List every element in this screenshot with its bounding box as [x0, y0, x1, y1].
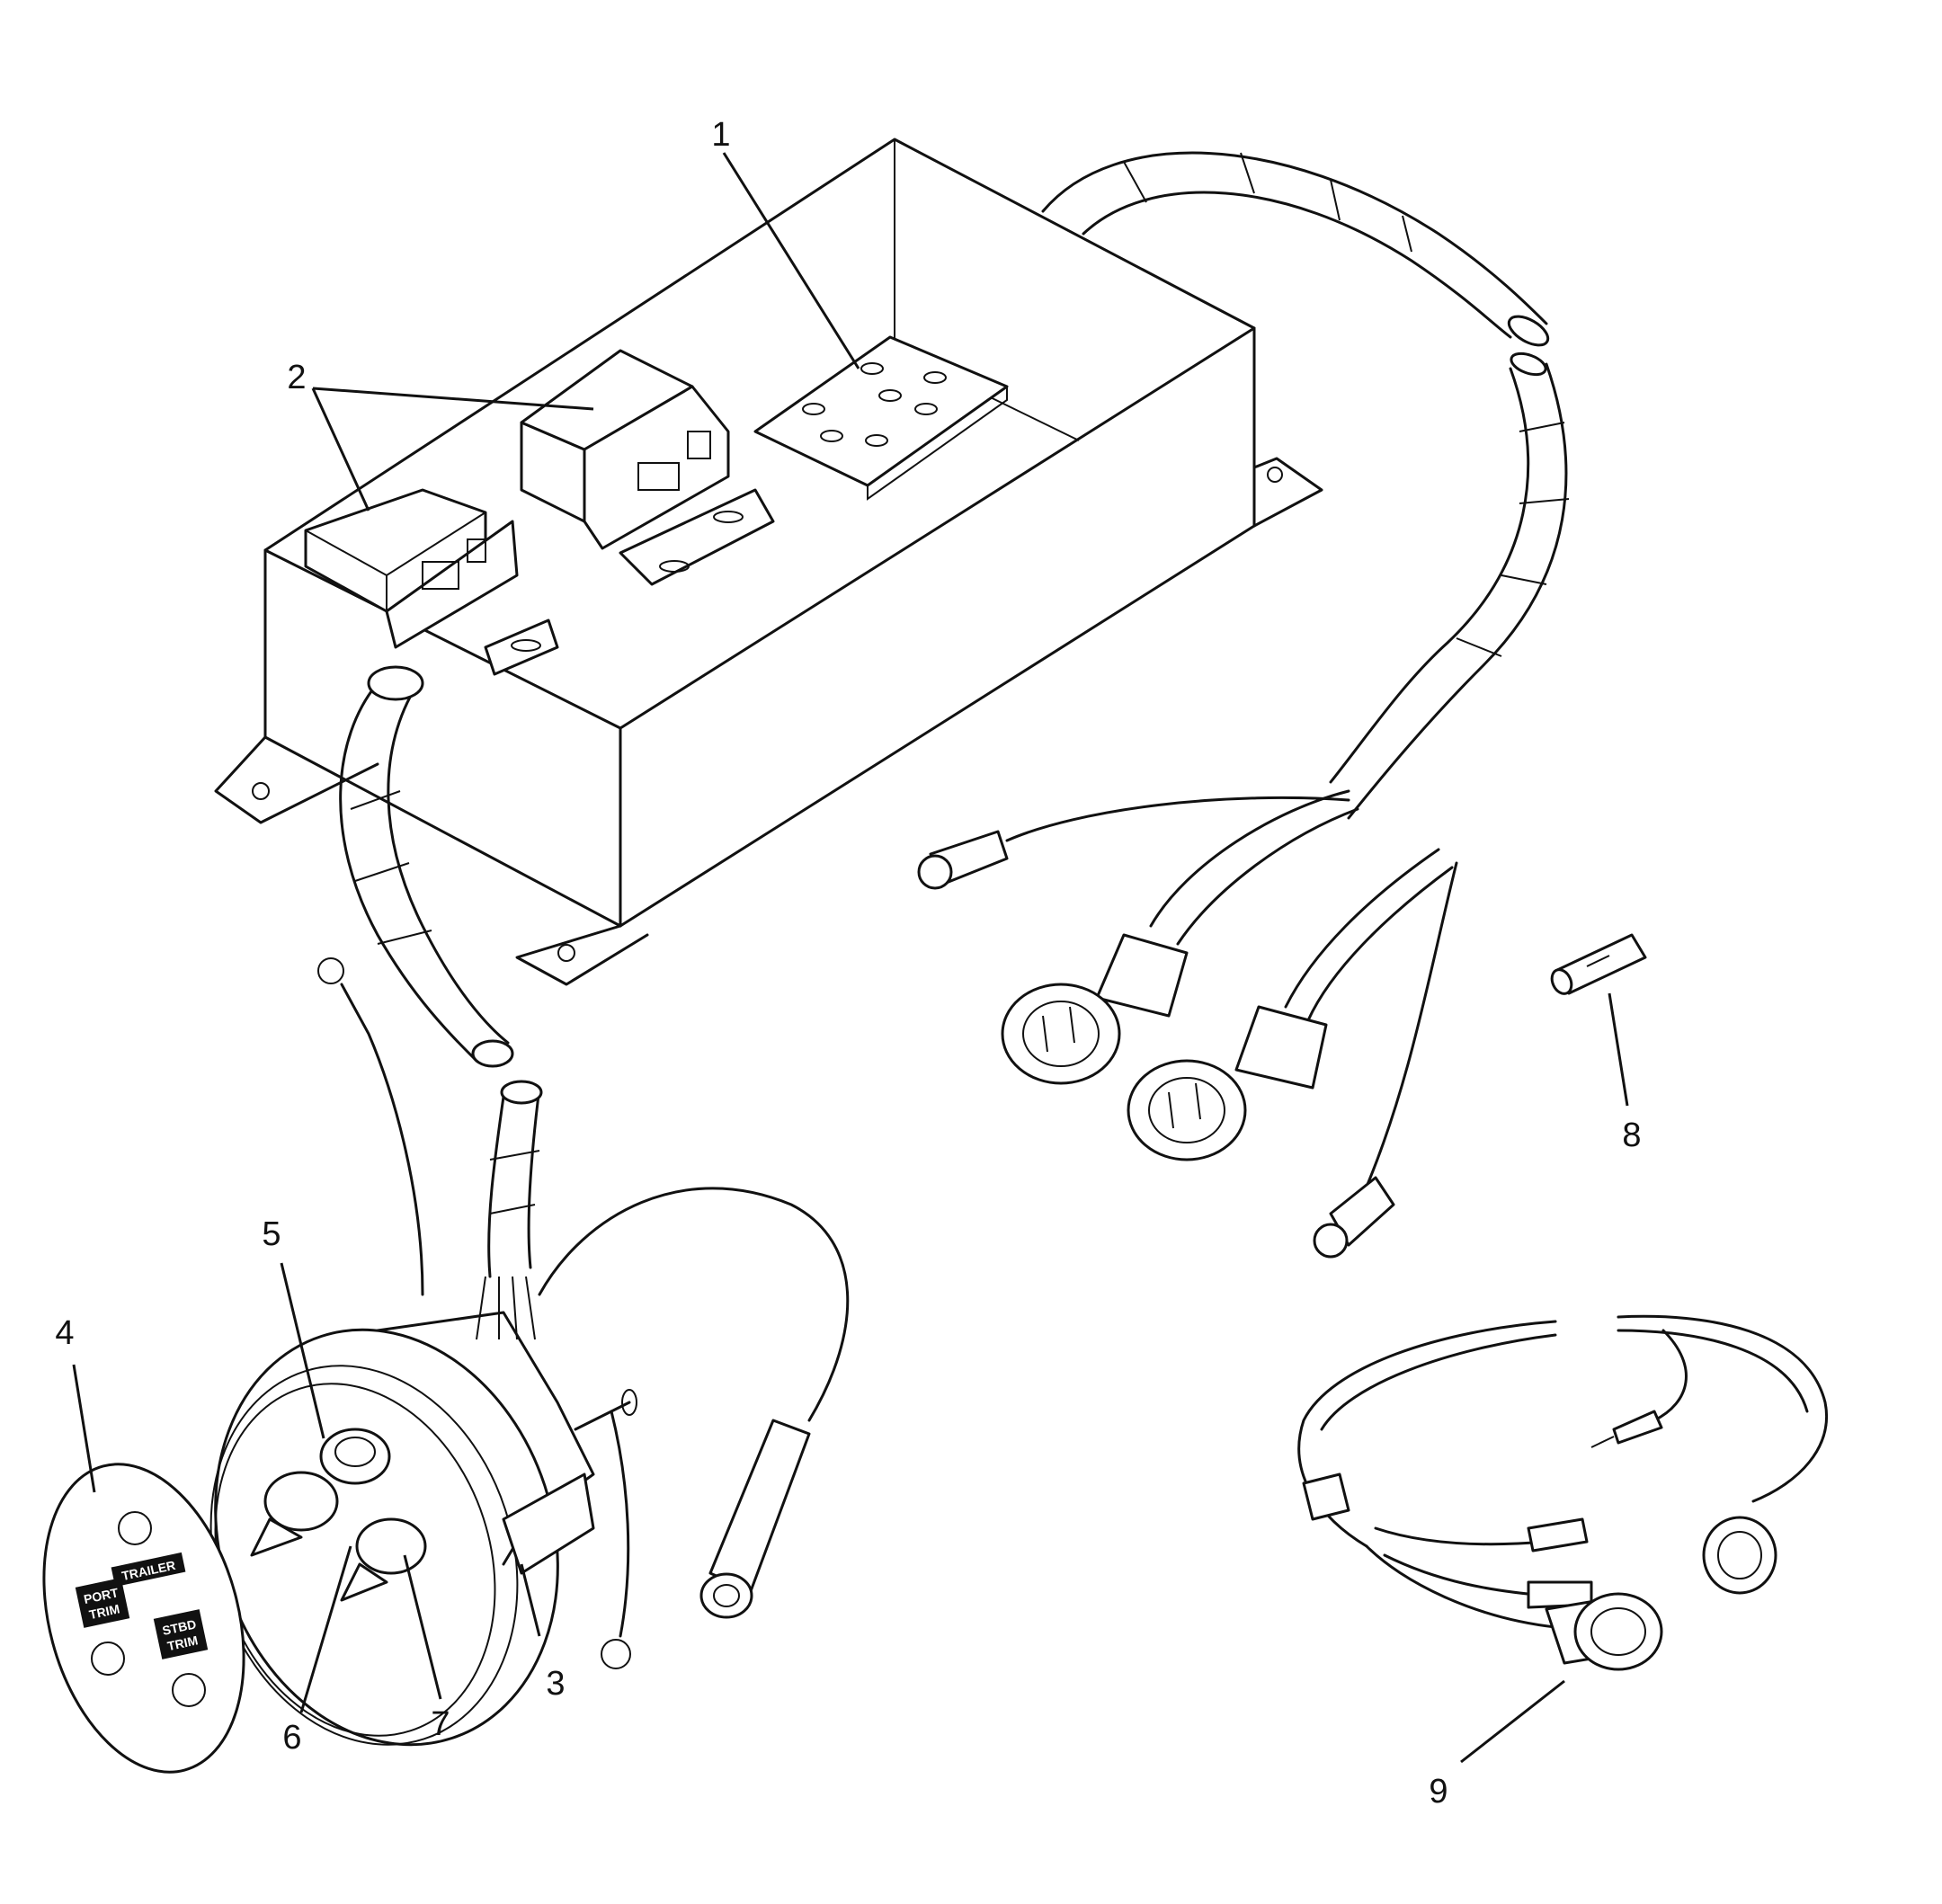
relay-right: [520, 349, 775, 586]
callout-5: 5: [262, 1215, 281, 1253]
callout-9: 9: [1429, 1773, 1448, 1811]
fuse: [1550, 933, 1647, 995]
toggle-switch-6: [250, 1471, 339, 1557]
callout-1: 1: [711, 116, 730, 154]
harness-branch-connector-1: [1001, 789, 1359, 1085]
callout-4: 4: [55, 1314, 74, 1352]
leader-lines: [72, 152, 1629, 1764]
callout-7: 7: [431, 1705, 450, 1743]
callout-3: 3: [546, 1665, 565, 1703]
relay-left: [304, 488, 559, 676]
plate-label-port-2: TRIM: [88, 1601, 121, 1622]
trailer-harness: [1297, 1314, 1828, 1671]
harness-branch-connector-2: [1127, 848, 1454, 1161]
trailer-lead: [538, 1187, 850, 1619]
callout-8: 8: [1622, 1117, 1641, 1154]
plate-label-stbd-2: TRIM: [166, 1633, 200, 1653]
cable-box-to-panel: [339, 665, 543, 1340]
ground-wire-lower: [601, 1410, 631, 1669]
callout-2: 2: [287, 359, 306, 396]
harness-sensor-lead-upper: [917, 796, 1350, 890]
circuit-board: [753, 335, 1009, 501]
callout-6: 6: [282, 1719, 301, 1757]
main-harness: [1041, 151, 1570, 820]
toggle-switch-7: [340, 1517, 427, 1602]
plate-label-stbd-1: STBD: [161, 1616, 198, 1638]
callout-numbers: 1 2 3 4 5 6 7 8 9: [55, 116, 1641, 1811]
toggle-switch-5: [319, 1428, 391, 1485]
switch-nameplate: TRAILER PORT TRIM STBD TRIM: [42, 1463, 245, 1774]
ground-wire-upper: [317, 957, 424, 1296]
harness-sensor-lead-lower: [1313, 861, 1458, 1259]
